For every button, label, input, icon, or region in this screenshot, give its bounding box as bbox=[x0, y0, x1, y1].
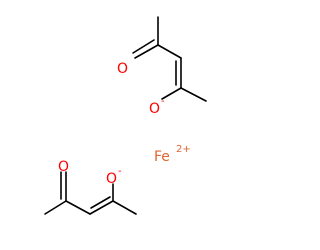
bond-top-carbonyl-oxygen-b bbox=[132, 39, 155, 54]
bond-bottom-carbonyl-alpha bbox=[65, 200, 91, 215]
bond-bottom-alpha-enol-a bbox=[89, 200, 114, 215]
ligand-top bbox=[132, 16, 207, 102]
bond-top-enol-oxygen bbox=[161, 87, 182, 100]
charge-enolate-top: - bbox=[161, 96, 165, 107]
oxygen-enolate-bottom: O bbox=[106, 171, 117, 187]
oxygen-carbonyl-bottom: O bbox=[58, 159, 69, 175]
ligand-bottom bbox=[44, 171, 137, 215]
bond-bottom-alpha-enol-b bbox=[90, 196, 111, 209]
bond-top-carbonyl-alpha bbox=[157, 44, 182, 59]
oxygen-carbonyl-top: O bbox=[117, 61, 128, 77]
bond-bottom-enol-methyl bbox=[112, 200, 137, 215]
structure-diagram: O O - Fe 2+ O - O bbox=[44, 16, 207, 215]
bond-bottom-methyl-carbonyl bbox=[44, 200, 67, 215]
oxygen-enolate-top: O bbox=[149, 101, 160, 117]
iron-ion-label: Fe bbox=[154, 149, 170, 165]
bond-top-carbonyl-oxygen-a bbox=[134, 44, 159, 59]
charge-enolate-bottom: - bbox=[118, 166, 122, 177]
bond-top-enol-methyl bbox=[180, 87, 207, 102]
iron-ion-charge: 2+ bbox=[176, 144, 191, 155]
